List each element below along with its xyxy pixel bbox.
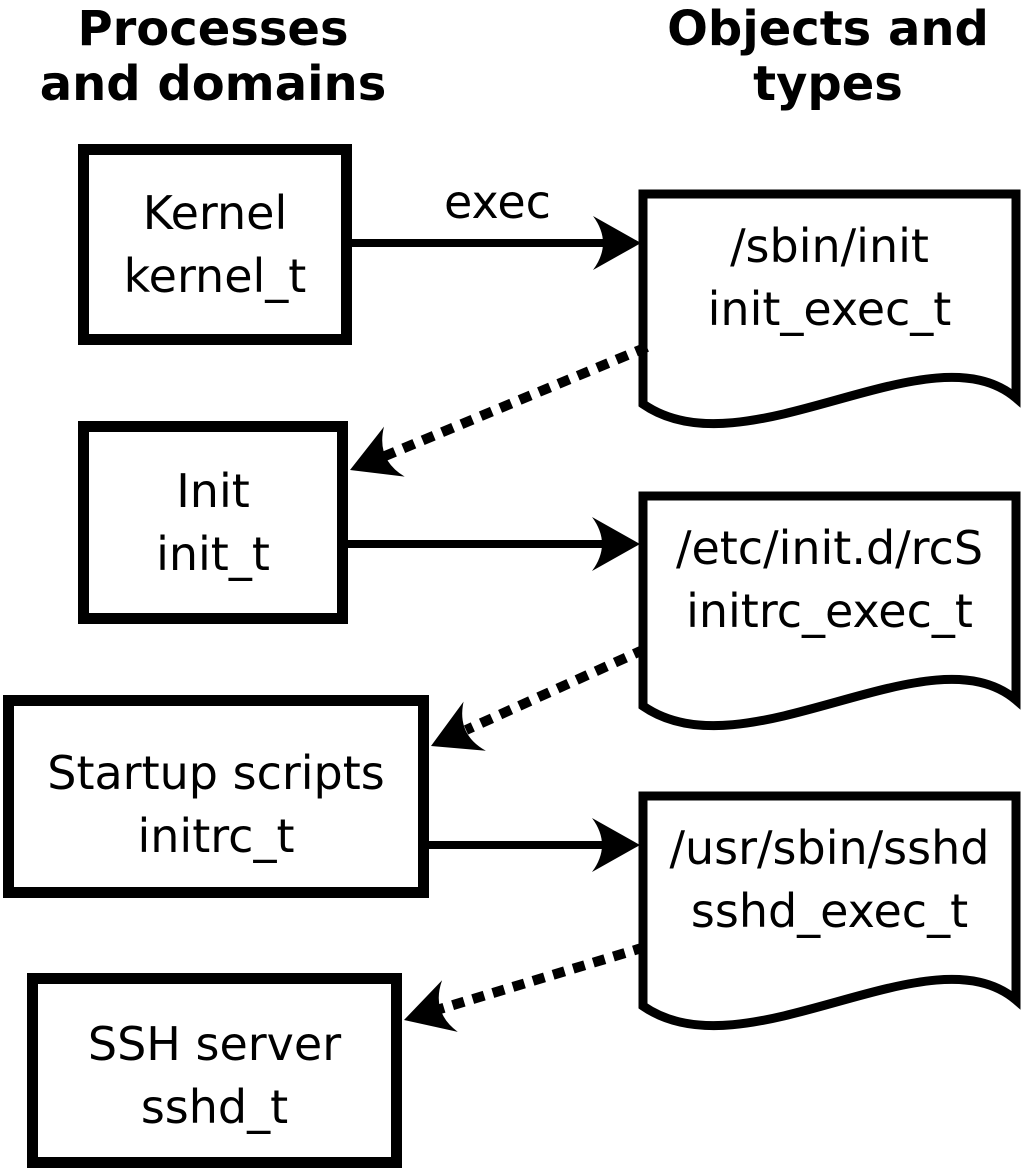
arrowhead-icon — [431, 701, 486, 751]
arrowhead-icon — [592, 517, 640, 571]
dotted-arrow-etc-initd-rcs-to-startup — [431, 644, 648, 751]
column-header-objects-line2: types — [753, 56, 903, 112]
solid-arrow-startup-to-usr-sbin-sshd — [428, 818, 640, 872]
document-shape-usr-sbin-sshd — [638, 791, 1021, 1030]
column-header-processes-line2: and domains — [39, 56, 387, 112]
dotted-arrow-line — [383, 342, 649, 461]
object-file-type: initrc_exec_t — [686, 584, 973, 638]
column-header-objects-line1: Objects and — [667, 1, 989, 57]
object-label-etc-initd-rcs: /etc/init.d/rcS initrc_exec_t — [643, 496, 1016, 664]
object-label-usr-sbin-sshd: /usr/sbin/sshd sshd_exec_t — [643, 796, 1016, 964]
process-box-startup-scripts — [3, 695, 429, 898]
process-name: Init — [176, 463, 250, 518]
object-path: /etc/init.d/rcS — [675, 521, 984, 575]
process-name: Kernel — [142, 185, 288, 240]
dotted-arrow-usr-sbin-sshd-to-ssh-server — [404, 942, 647, 1032]
process-box-init — [78, 421, 348, 624]
process-name: SSH server — [87, 1016, 342, 1071]
process-domain-type: sshd_t — [140, 1079, 289, 1134]
process-box-ssh-server — [27, 973, 402, 1168]
object-path: /sbin/init — [730, 219, 929, 273]
arrowhead-icon — [593, 216, 641, 270]
column-header-processes-line1: Processes — [77, 1, 349, 57]
object-path: /usr/sbin/sshd — [669, 821, 990, 875]
process-domain-type: init_t — [156, 526, 270, 581]
object-file-type: sshd_exec_t — [690, 884, 969, 938]
arrowhead-icon — [350, 426, 405, 477]
solid-arrow-kernel-to-sbin-init — [351, 216, 641, 270]
column-header-objects: Objects and types — [628, 2, 1024, 112]
solid-arrow-init-to-etc-initd-rcs — [348, 517, 640, 571]
dotted-arrow-sbin-init-to-init — [350, 342, 649, 477]
edge-label-exec: exec — [444, 175, 551, 229]
object-file-type: init_exec_t — [707, 282, 952, 336]
process-label-init: Init init_t — [78, 421, 348, 624]
object-label-sbin-init: /sbin/init init_exec_t — [643, 194, 1016, 362]
document-shape-sbin-init — [638, 189, 1021, 428]
dotted-arrow-line — [438, 942, 647, 1014]
arrowhead-icon — [404, 980, 458, 1032]
arrowhead-icon — [592, 818, 640, 872]
process-domain-type: initrc_t — [137, 808, 295, 863]
process-box-kernel — [78, 144, 352, 345]
document-shape-etc-initd-rcs — [638, 491, 1021, 730]
process-domain-type: kernel_t — [123, 248, 307, 303]
process-label-kernel: Kernel kernel_t — [78, 144, 352, 345]
dotted-arrow-line — [463, 644, 648, 735]
process-name: Startup scripts — [47, 745, 385, 800]
process-label-ssh-server: SSH server sshd_t — [27, 978, 402, 1173]
process-label-startup-scripts: Startup scripts initrc_t — [3, 703, 429, 906]
column-header-processes: Processes and domains — [17, 2, 409, 112]
